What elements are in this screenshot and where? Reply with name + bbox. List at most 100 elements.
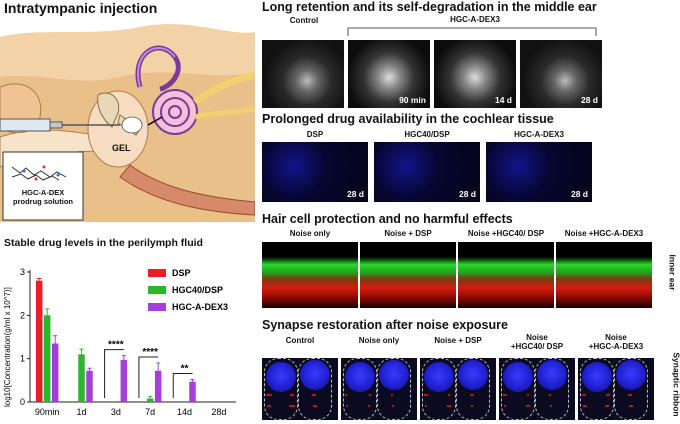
mri-time-90min: 90 min [399,95,426,105]
legend-label: HGC-A-DEX3 [172,302,228,312]
ribbon-dot [270,394,272,396]
cell-outline [377,358,411,420]
gel-label: GEL [112,143,131,153]
ribbon-dot [292,394,294,396]
ribbon-dot [585,405,587,407]
mri-28d-image: 28 d [520,40,602,108]
hair-side-label: Inner ear [667,250,680,300]
x-tick-label: 7d [145,407,155,417]
prodrug-line1: HGC-A-DEX [21,188,65,197]
ribbon-dot [607,405,609,407]
ribbon-dot [315,405,317,407]
cell-outline [422,358,456,420]
hair-noise-hgc40-image [458,242,554,308]
cell-outline [614,358,648,420]
bar-HGC-A-DEX3 [86,370,93,402]
synapse-image-2 [420,358,496,420]
significance-bracket [138,356,159,398]
bar-HGC40/DSP [146,398,154,402]
ribbon-dot [527,394,529,396]
cell-outline [501,358,535,420]
ribbon-dot [549,394,551,396]
mri-time-28d: 28 d [580,95,598,105]
ribbon-dot [448,394,450,396]
mri-time-14d: 14 d [494,95,512,105]
group-bracket [347,27,597,36]
ribbon-dot [425,405,427,407]
ribbon-dot [605,405,607,407]
x-tick-label: 90min [35,407,60,417]
ribbon-dot [471,405,473,407]
hair-label-noise-dsp: Noise + DSP [384,229,432,238]
ribbon-dot [608,394,610,396]
synapse-side-line1: Synaptic [671,352,680,388]
ribbon-dot [424,394,426,396]
mri-title: Long retention and its self-degradation … [262,0,597,14]
synapse-label-noise-hgc40: Noise +HGC40/ DSP [510,333,564,351]
cochlea-time-hgcadex3: 28 d [570,189,588,199]
ribbon-dot [312,394,314,396]
bar-HGC-A-DEX3 [120,359,128,402]
cochlea-hgc40-image: 28 d [374,142,480,202]
legend-swatch [148,303,166,311]
ribbon-dot [392,405,394,407]
ribbon-dot [313,405,315,407]
hair-side-line2: ear [667,277,678,291]
cochlea-label-hgcadex3: HGC-A-DEX3 [514,130,564,139]
cell-outline [535,358,569,420]
mri-group-label: HGC-A-DEX3 [430,15,520,24]
cell-outline [298,358,332,420]
significance-bracket [172,372,193,398]
hair-title: Hair cell protection and no harmful effe… [262,212,513,226]
ribbon-dot [550,405,552,407]
legend-swatch [148,269,166,277]
bar-HGC-A-DEX3 [189,381,196,402]
x-tick-label: 14d [177,407,192,417]
legend-swatch [148,286,166,294]
ribbon-dot [345,394,347,396]
ribbon-dot [503,394,505,396]
synapse-label-control: Control [285,336,315,345]
synapse-image-4 [578,358,654,420]
bar-HGC-A-DEX3 [154,370,162,402]
y-tick-label: 2 [20,310,25,320]
bar-HGC40/DSP [78,354,85,402]
y-tick-label: 1 [20,354,25,364]
synapse-label-noise-only: Noise only [358,336,400,345]
y-tick-label: 0 [20,397,25,407]
significance-label: **** [142,347,158,358]
y-tick-label: 3 [20,267,25,277]
ribbon-dot [628,394,630,396]
ribbon-dot [470,394,472,396]
ribbon-dot [582,394,584,396]
hair-label-noise-hgc40: Noise +HGC40/ DSP [467,229,545,238]
illustration-title: Intratympanic injection [4,0,158,16]
legend-label: HGC40/DSP [172,285,223,295]
ribbon-dot [369,394,371,396]
hair-label-noise-hgcadex3: Noise +HGC-A-DEX3 [564,229,644,238]
ribbon-dot [314,394,316,396]
ribbon-dot [629,405,631,407]
cochlea-title: Prolonged drug availability in the cochl… [262,112,554,126]
ribbon-dot [268,394,270,396]
ribbon-dot [472,394,474,396]
synapse-title: Synapse restoration after noise exposure [262,318,508,332]
x-tick-label: 1d [76,407,86,417]
hair-noise-hgcadex3-image [556,242,652,308]
cochlea-label-dsp: DSP [306,130,324,139]
synapse-image-3 [499,358,575,420]
hair-noise-dsp-image [360,242,456,308]
ribbon-dot [631,405,633,407]
cell-outline [343,358,377,420]
prodrug-line2: prodrug solution [13,197,73,206]
ribbon-dot [449,405,451,407]
significance-bracket [104,349,124,398]
cochlea-time-dsp: 28 d [346,189,364,199]
ribbon-dot [426,394,428,396]
ribbon-dot [368,405,370,407]
ear-illustration [0,24,255,222]
legend-label: DSP [172,268,191,278]
cell-outline [456,358,490,420]
synapse-label-noise-hgcadex3: Noise +HGC-A-DEX3 [588,333,644,351]
synapse-side-label: Synaptic ribbon [664,352,680,416]
